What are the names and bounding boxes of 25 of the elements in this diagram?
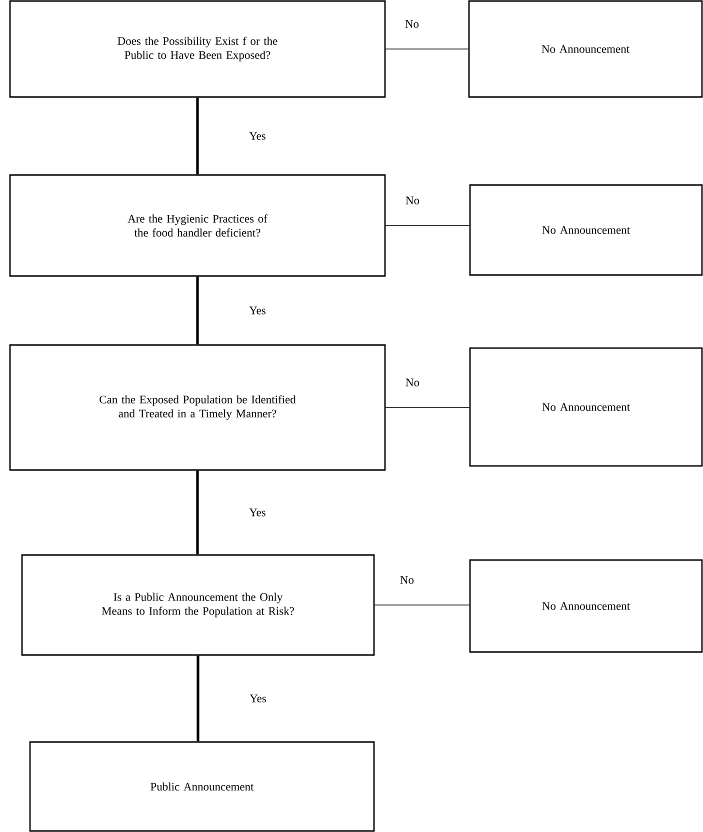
outcome-box: No Announcement: [469, 347, 703, 467]
decision-box: Does the Possibility Exist f or the Public to Have Been Exposed?: [9, 0, 386, 98]
outcome-box: No Announcement: [468, 0, 703, 98]
edge-label: No: [400, 576, 414, 584]
connector-line: [196, 470, 199, 554]
connector-line: [374, 604, 470, 606]
outcome-box: No Announcement: [469, 184, 703, 276]
edge-label: No: [405, 20, 419, 28]
edge-label: Yes: [249, 508, 266, 516]
decision-box: Is a Public Announcement the Only Means to Inform the Population at Risk?: [21, 554, 375, 656]
edge-label: Yes: [249, 306, 266, 314]
connector-line: [196, 276, 199, 344]
connector-line: [385, 407, 470, 408]
connector-line: [385, 225, 470, 226]
connector-line: [385, 48, 469, 50]
decision-box: Can the Exposed Population be Identified and Treated in a Timely Manner?: [9, 344, 386, 471]
edge-label: No: [406, 378, 420, 386]
edge-label: No: [406, 196, 420, 204]
edge-label: Yes: [249, 132, 266, 140]
connector-line: [196, 98, 199, 174]
connector-line: [196, 656, 200, 742]
edge-label: Yes: [250, 694, 266, 702]
decision-box: Are the Hygienic Practices of the food handler deficient?: [9, 174, 386, 277]
outcome-box: Public Announcement: [29, 741, 375, 832]
outcome-box: No Announcement: [469, 559, 703, 653]
